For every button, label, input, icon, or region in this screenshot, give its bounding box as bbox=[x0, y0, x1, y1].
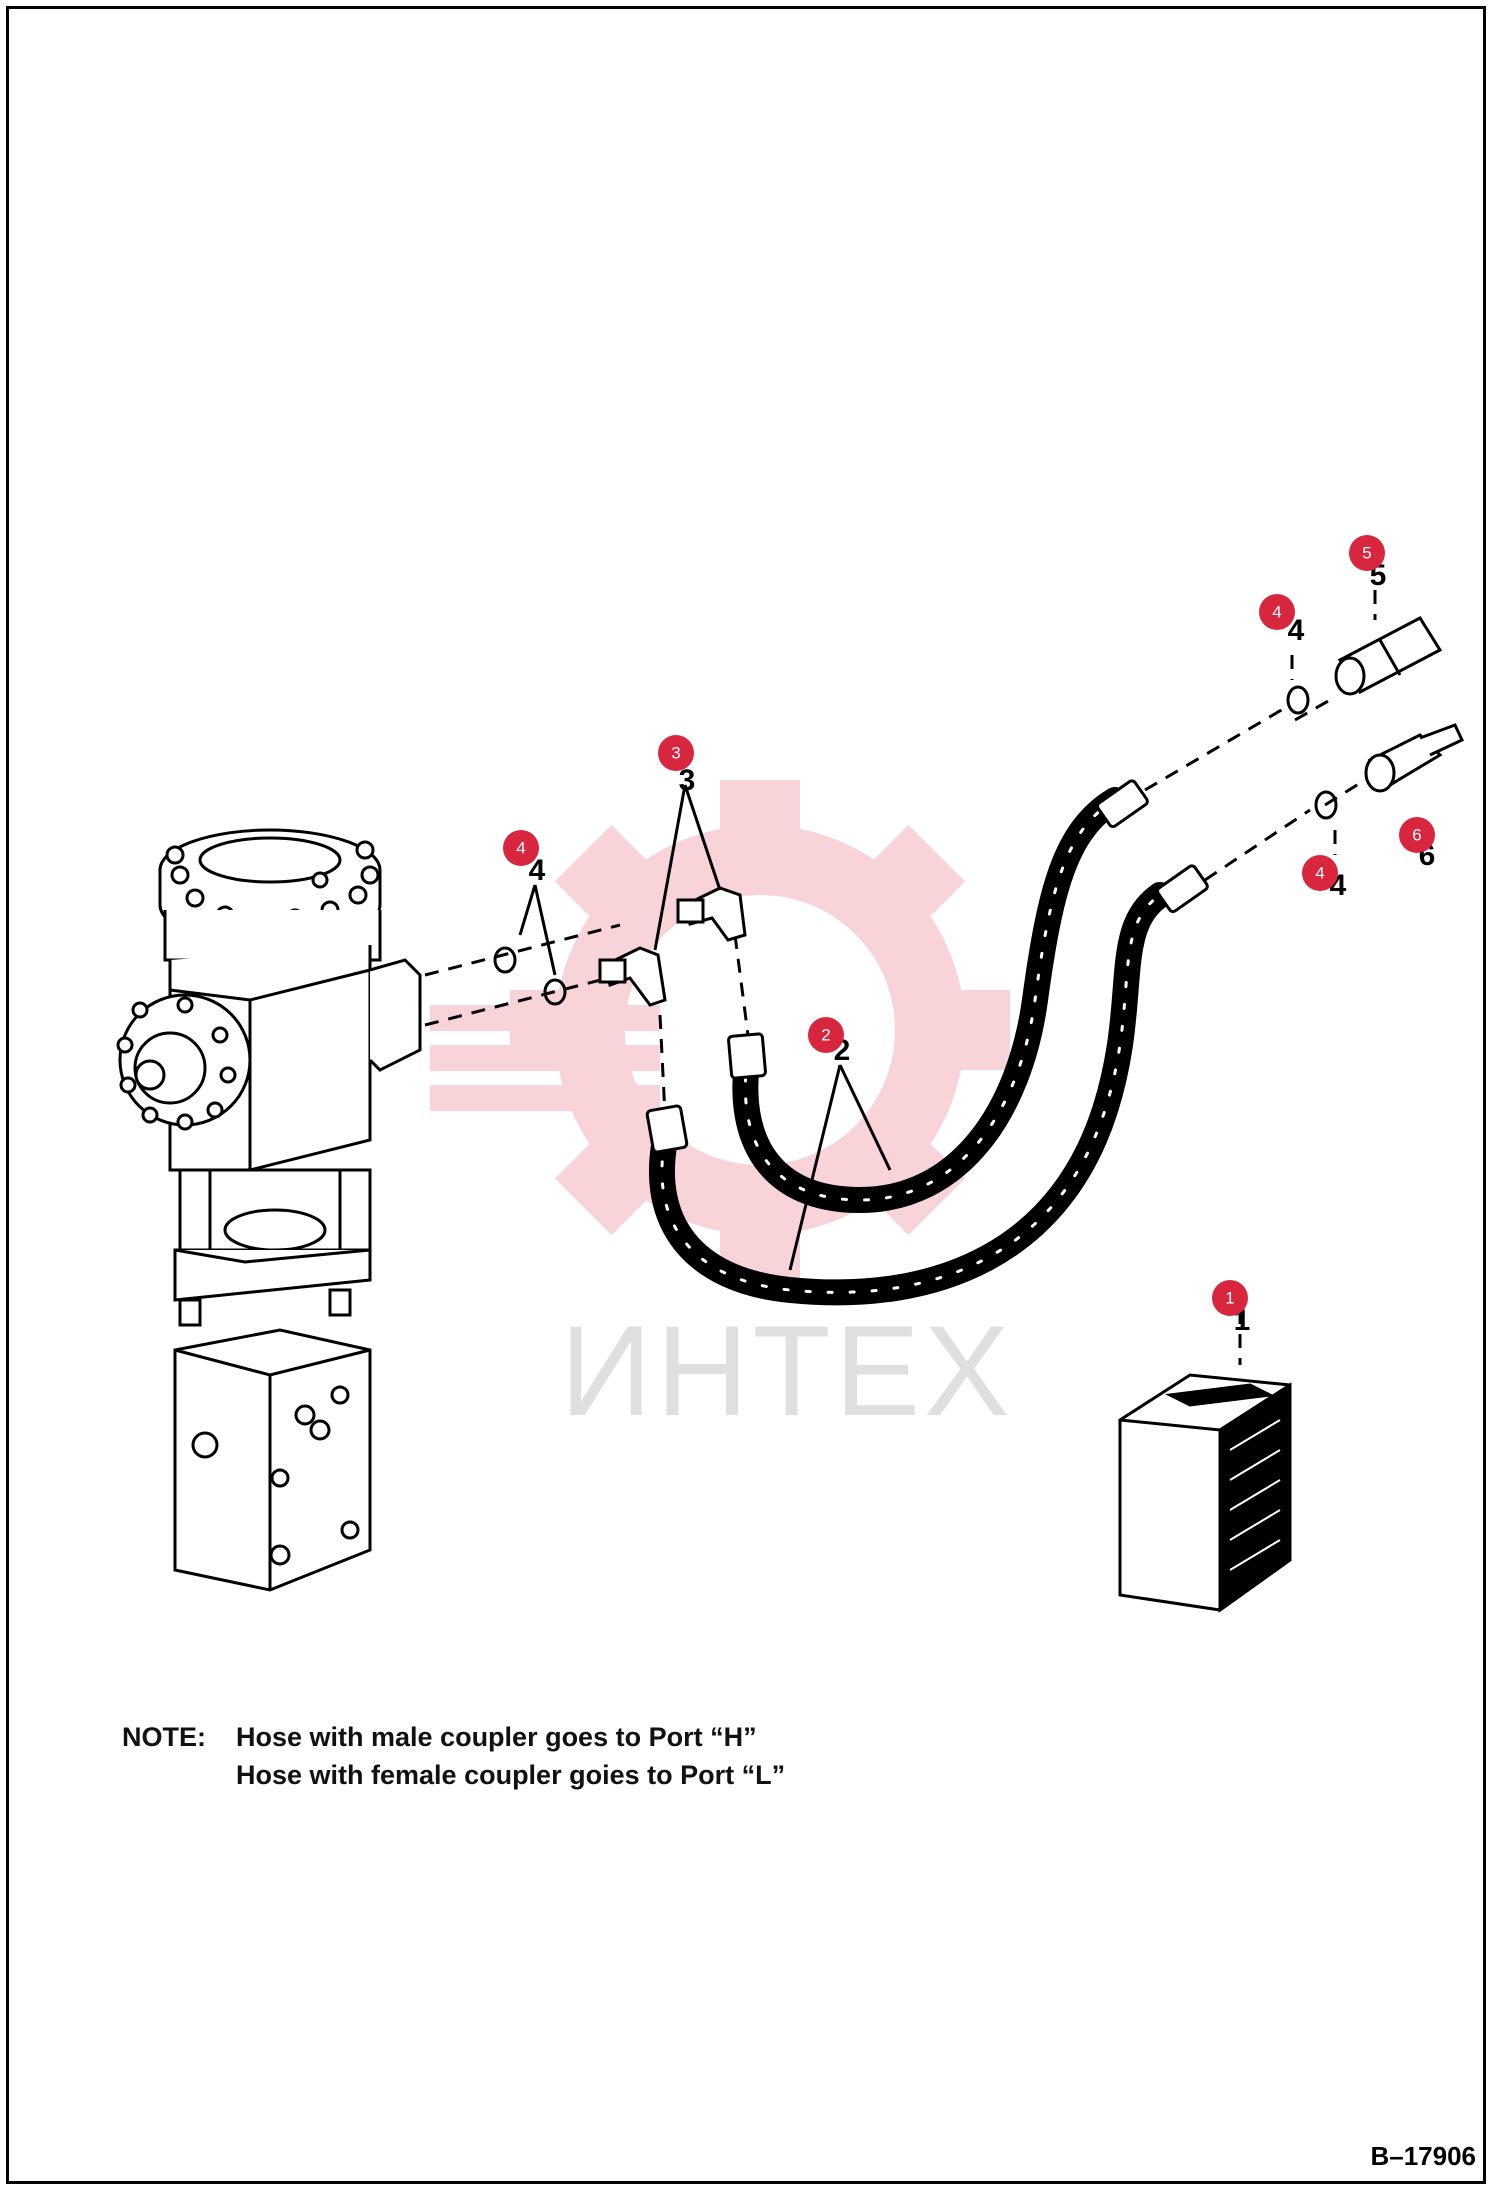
callout-4-top[interactable]: 4 bbox=[1259, 594, 1295, 630]
note-line-2: Hose with female coupler goies to Port “… bbox=[122, 1756, 785, 1794]
callout-4-right[interactable]: 4 bbox=[1302, 855, 1338, 891]
filter-box bbox=[1118, 1373, 1292, 1613]
callout-markers[interactable]: 5 4 3 4 6 4 2 1 bbox=[503, 535, 1435, 1316]
callout-1[interactable]: 1 bbox=[1212, 1280, 1248, 1316]
part-number-4-top: 4 bbox=[1288, 614, 1305, 647]
svg-text:5: 5 bbox=[1362, 544, 1371, 563]
hoses bbox=[648, 787, 1173, 1306]
note-key: NOTE: bbox=[122, 1722, 206, 1752]
callout-6[interactable]: 6 bbox=[1399, 817, 1435, 853]
callout-3[interactable]: 3 bbox=[658, 735, 694, 771]
part-number-3: 3 bbox=[679, 764, 696, 797]
watermark bbox=[430, 780, 1010, 1280]
valve-assembly bbox=[116, 828, 422, 1592]
couplers bbox=[1334, 616, 1464, 793]
note-block: NOTE: Hose with male coupler goes to Port… bbox=[122, 1718, 785, 1794]
svg-text:4: 4 bbox=[1272, 603, 1281, 622]
svg-text:2: 2 bbox=[821, 1026, 830, 1045]
part-number-4-left: 4 bbox=[529, 854, 546, 887]
o-rings bbox=[493, 685, 1338, 1006]
svg-text:3: 3 bbox=[671, 744, 680, 763]
hose-ends bbox=[645, 779, 1209, 1154]
note-text-1: Hose with male coupler goes to Port “H” bbox=[236, 1722, 757, 1752]
note-line-1: NOTE: Hose with male coupler goes to Port… bbox=[122, 1718, 785, 1756]
leader-lines bbox=[424, 590, 1377, 1365]
watermark-gear-icon bbox=[430, 780, 1010, 1280]
callout-5[interactable]: 5 bbox=[1349, 535, 1385, 571]
watermark-text: ИНТЕХ bbox=[560, 1300, 1013, 1443]
pointer-lines bbox=[518, 784, 892, 1271]
figure-number: B–17906 bbox=[1370, 2141, 1476, 2171]
callout-4-left[interactable]: 4 bbox=[503, 830, 539, 866]
note-text-2: Hose with female coupler goies to Port “… bbox=[236, 1760, 786, 1790]
elbow-fittings bbox=[598, 886, 747, 1007]
callout-2[interactable]: 2 bbox=[808, 1017, 844, 1053]
svg-text:4: 4 bbox=[516, 839, 525, 858]
svg-text:4: 4 bbox=[1315, 864, 1324, 883]
page-border bbox=[6, 6, 1486, 2184]
svg-text:6: 6 bbox=[1412, 826, 1421, 845]
svg-text:1: 1 bbox=[1225, 1289, 1234, 1308]
